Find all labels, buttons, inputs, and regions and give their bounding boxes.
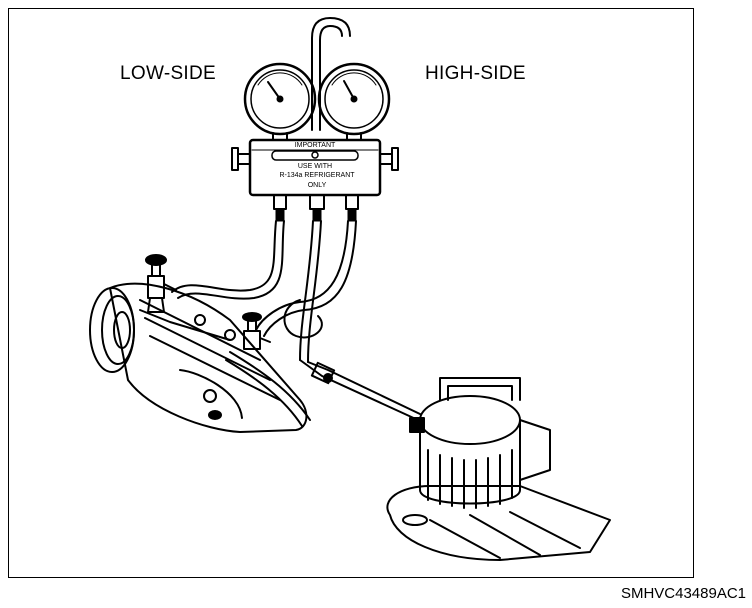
figure-frame <box>8 8 694 578</box>
high-side-gauge <box>317 62 391 141</box>
vacuum-pump <box>386 377 611 561</box>
manifold-important-text: IMPORTANT <box>295 142 336 149</box>
low-side-coupler <box>145 254 177 313</box>
figure-code: SMHVC43489AC1 <box>620 585 746 602</box>
high-side-label: HIGH-SIDE <box>425 63 526 84</box>
manifold-body <box>231 138 399 222</box>
manifold-use-with-text: USE WITH <box>298 163 332 170</box>
low-side-gauge <box>243 62 317 141</box>
manifold-hook <box>311 17 351 131</box>
manifold-only-text: ONLY <box>308 182 327 189</box>
vacuum-line <box>299 359 421 421</box>
low-side-label: LOW-SIDE <box>120 63 217 84</box>
service-hoses <box>171 220 357 363</box>
high-side-coupler <box>242 312 271 350</box>
compressor-line <box>225 351 311 427</box>
compressor <box>89 282 308 433</box>
manifold-refrigerant-text: R-134a REFRIGERANT <box>279 172 355 179</box>
